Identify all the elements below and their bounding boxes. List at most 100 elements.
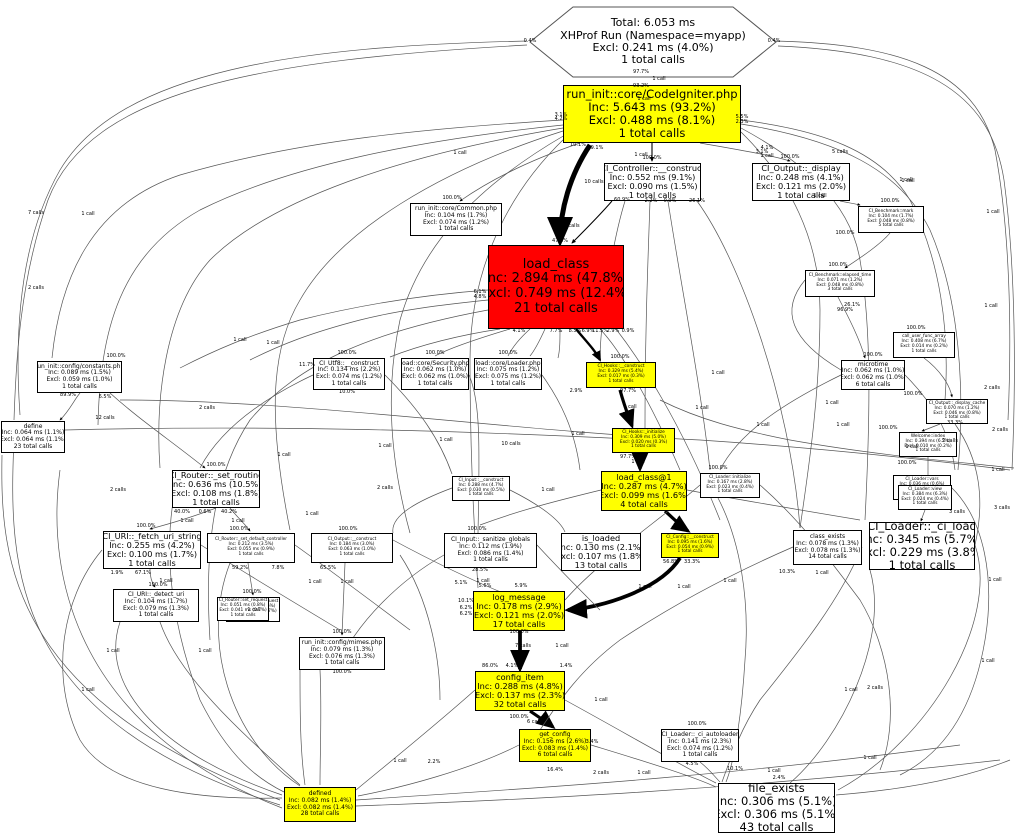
node-name: run_init::core/Common.php — [415, 205, 497, 213]
node-inc: Inc: 2.894 ms (47.8%) — [488, 271, 624, 287]
node-inc: Inc: 0.248 ms (4.1%) — [758, 171, 844, 182]
node-excl: Excl: 0.074 ms (1.2%) — [666, 744, 734, 752]
node-inc: Inc: 0.075 ms (1.2%) — [476, 366, 540, 374]
edge-label: 1 call — [233, 337, 247, 343]
node-inc: Inc: 0.104 ms (1.7%) — [424, 211, 488, 219]
node-name: load::core/Loader.php — [475, 359, 541, 367]
edge-label: 1 call — [571, 431, 585, 437]
node-excl: Excl: 0.107 ms (1.8%) — [561, 551, 640, 561]
node-name: CI_Router::set_request — [218, 598, 268, 604]
node-name: CI_Input::_sanitize_globals — [450, 536, 531, 544]
edge-label: 10.1% — [727, 766, 743, 772]
edge-label: 1 call — [695, 405, 709, 411]
node-name: call_user_func_array — [902, 334, 946, 340]
edge-label: 89.9% — [60, 392, 76, 398]
node-name: load_class@1 — [616, 471, 672, 482]
edge-label: 1 call — [393, 758, 407, 764]
edge-label: 12 calls — [95, 415, 115, 421]
node-name: CI_Output::_display_cache — [928, 400, 986, 406]
edge-label: 2 calls — [593, 770, 609, 776]
edge-label: 100.0% — [442, 195, 462, 201]
node-calls: 1 total calls — [912, 501, 938, 507]
node-excl: Excl: 0.099 ms (1.6%) — [601, 490, 687, 500]
edge-label: 56.8% — [663, 559, 679, 565]
node-name: CI_Loader::initialize — [709, 474, 751, 480]
edge-label: 1 call — [541, 487, 555, 493]
edge-label: 1 call — [378, 443, 392, 449]
node-calls: 1 total calls — [677, 549, 703, 555]
node-excl: Excl: 0.062 ms (1.0%) — [401, 373, 469, 380]
node-inc: Inc: 0.408 ms (6.7%) — [901, 339, 947, 345]
root-node[interactable]: Total: 6.053 ms XHProf Run (Namespace=my… — [529, 6, 777, 78]
node-name: CI_Hooks::__construct — [597, 364, 645, 370]
node-inc: Inc: 0.309 ms (5.0%) — [621, 434, 666, 440]
node-inc: Inc: 5.643 ms (93.2%) — [588, 100, 716, 115]
node-inc: Inc: 0.384 ms (6.3%) — [902, 491, 948, 497]
edge-label: 4.8% — [473, 294, 487, 300]
node-calls: 6 total calls — [855, 380, 891, 388]
node-calls: 1 total calls — [417, 379, 453, 387]
edge-label: 100.0% — [467, 526, 487, 532]
node-calls: 14 total calls — [808, 553, 847, 561]
edge-label: 1 call — [988, 577, 1002, 583]
edge-label: 1 call — [305, 511, 319, 517]
node-name: CI_Loader::vars — [905, 476, 939, 482]
edge-label: 100.0% — [106, 353, 126, 359]
graph-node-ci_loader_ci_load[interactable]: CI_Loader::_ci_loadInc: 0.345 ms (5.7%)E… — [869, 522, 975, 570]
edge-label: 1.9% — [110, 570, 124, 576]
edge-label: 100.0% — [337, 350, 357, 356]
node-name: load_class — [522, 256, 590, 272]
edge-label: 6.2% — [459, 605, 473, 611]
node-inc: Inc: 0.288 ms (4.8%) — [477, 680, 563, 691]
edge-label: 3 calls — [994, 505, 1010, 511]
node-calls: 23 total calls — [13, 442, 53, 450]
edge-label: 1 call — [723, 578, 737, 584]
edge-label: 4.5% — [685, 761, 699, 767]
edge-label: 10.1% — [458, 598, 474, 604]
root-excl: Excl: 0.241 ms (4.0%) — [592, 41, 714, 54]
node-excl: Excl: 0.048 ms (0.8%) — [867, 218, 915, 224]
edge-label: 10 calls — [501, 441, 521, 447]
edge-label: 100.0% — [878, 425, 898, 431]
